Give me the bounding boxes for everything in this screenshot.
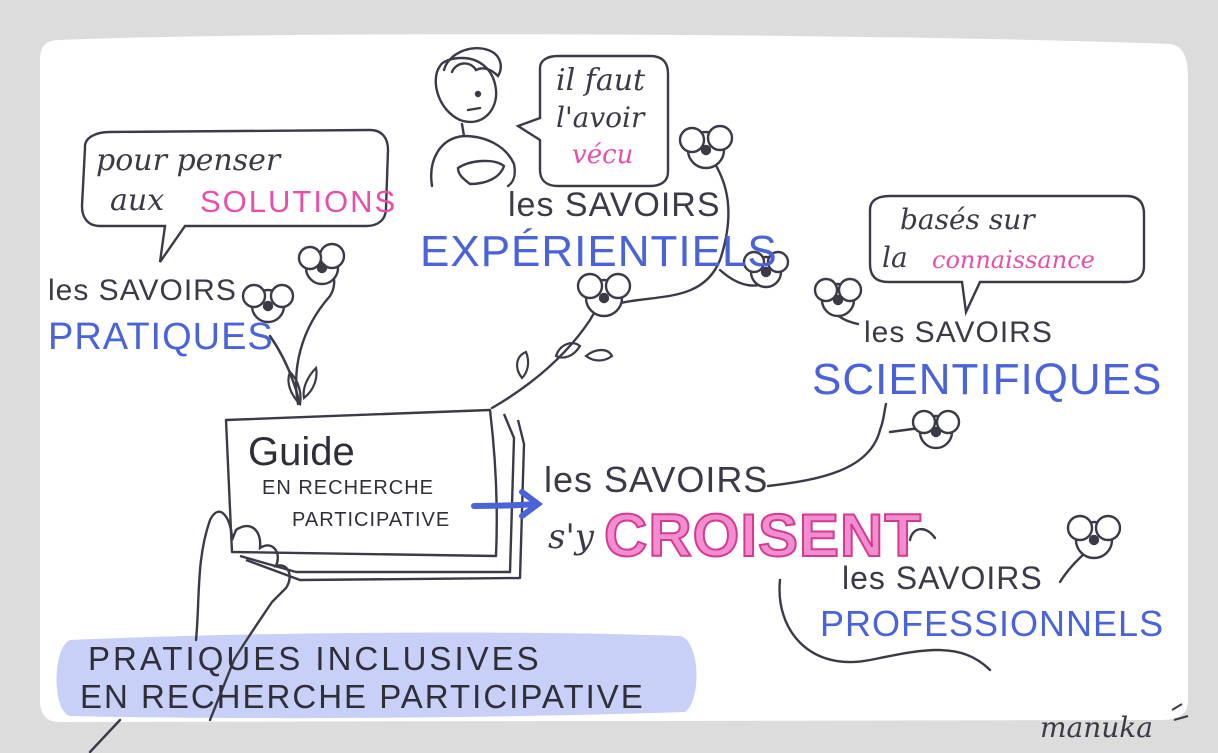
leaves	[287, 342, 614, 407]
savoirs-experientiels-prefix: les SAVOIRS	[508, 186, 721, 224]
bubble-pratiques	[80, 128, 390, 263]
savoirs-pratiques-prefix: les SAVOIRS	[48, 274, 237, 307]
flower-8	[1066, 514, 1122, 560]
bubble-pratiques-line2a: aux	[110, 183, 165, 218]
flower-1	[297, 242, 346, 286]
signature: manuka	[1040, 711, 1153, 744]
savoirs-pratiques-name: PRATIQUES	[48, 316, 274, 358]
center-line2a: s'y	[548, 517, 595, 557]
savoirs-professionnels-prefix: les SAVOIRS	[842, 560, 1043, 596]
bubble-scientifiques-connaissance: connaissance	[932, 246, 1095, 274]
flower-7	[911, 409, 961, 450]
bubble-experientiels-vecu: vécu	[572, 140, 634, 170]
flowers	[241, 124, 1122, 560]
signature-mark	[1171, 703, 1189, 721]
bubble-scientifiques-line1: basés sur	[900, 203, 1035, 236]
bubble-pratiques-solutions: SOLUTIONS	[200, 184, 398, 219]
flower-4	[742, 250, 790, 289]
bubble-experientiels-line1: il faut	[556, 63, 646, 98]
flower-3	[678, 124, 734, 170]
arrow-drawing	[471, 489, 543, 519]
bubble-pratiques-line1: pour penser	[96, 143, 281, 178]
center-line1: les SAVOIRS	[544, 459, 769, 500]
guide-title: Guide	[248, 430, 355, 474]
savoirs-experientiels-name: EXPÉRIENTIELS	[420, 227, 778, 276]
bubble-experientiels	[515, 54, 670, 188]
bubble-scientifiques-line2a: la	[882, 241, 908, 274]
banner-blob	[56, 632, 697, 719]
savoirs-scientifiques-prefix: les SAVOIRS	[864, 316, 1053, 349]
flower-2	[241, 283, 295, 324]
hand-drawing	[88, 510, 291, 753]
center-croisent: CROISENT	[603, 502, 923, 569]
person-drawing	[430, 47, 516, 188]
bubble-experientiels-line2: l'avoir	[556, 101, 645, 134]
flower-5	[576, 272, 632, 318]
savoirs-scientifiques-name: SCIENTIFIQUES	[812, 355, 1163, 404]
banner-line2: EN RECHERCHE PARTICIPATIVE	[80, 678, 645, 715]
guide-line2: EN RECHERCHE	[262, 477, 435, 499]
guide-line3: PARTICIPATIVE	[292, 509, 451, 531]
flower-6	[813, 277, 863, 318]
guide-book	[224, 408, 526, 582]
savoirs-professionnels-name: PROFESSIONNELS	[820, 603, 1165, 644]
bubble-scientifiques	[868, 194, 1146, 317]
banner-line1: PRATIQUES INCLUSIVES	[88, 640, 542, 677]
